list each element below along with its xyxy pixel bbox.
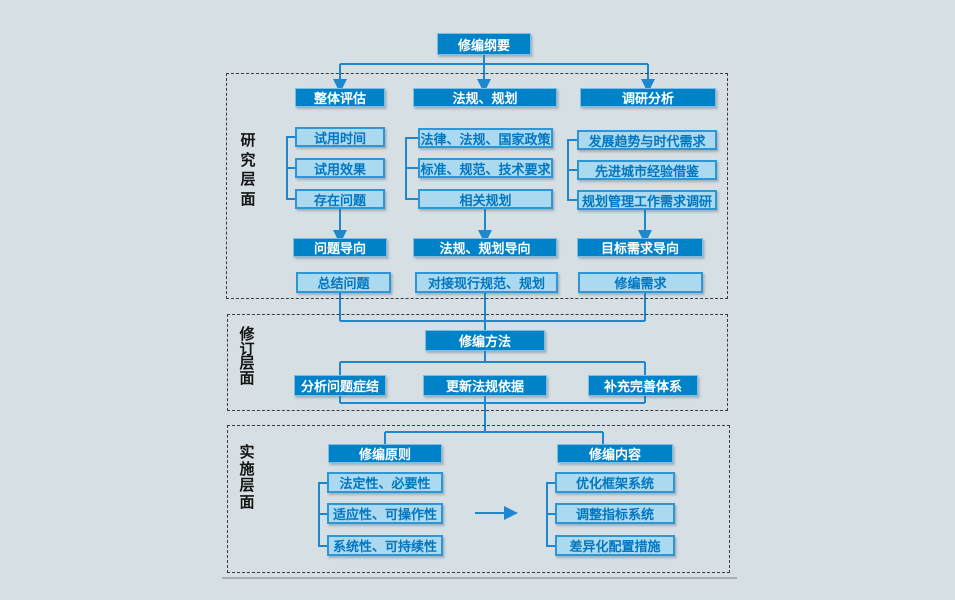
research-section-frame — [226, 73, 728, 299]
revision-section-frame — [227, 314, 728, 411]
principle-legality-necessity: 法定性、必要性 — [327, 472, 443, 493]
revision-item-improve-system: 补充完善体系 — [588, 375, 698, 396]
header-laws-plans: 法规、规划 — [413, 88, 557, 107]
content-adjust-indicators: 调整指标系统 — [555, 503, 675, 524]
item-development-trends: 发展趋势与时代需求 — [577, 130, 717, 150]
content-differentiated-measures: 差异化配置措施 — [555, 535, 675, 556]
revision-item-update-legal-basis: 更新法规依据 — [423, 375, 547, 396]
contents-header: 修编内容 — [557, 444, 673, 463]
title-box: 修编纲要 — [437, 33, 531, 55]
orientation-target-needs: 目标需求导向 — [577, 238, 703, 257]
item-trial-effect: 试用效果 — [295, 158, 385, 178]
section-label-research: 研究层面 — [240, 132, 256, 208]
principles-header: 修编原则 — [328, 444, 442, 463]
item-management-needs: 规划管理工作需求调研 — [577, 190, 717, 210]
item-related-plans: 相关规划 — [418, 189, 553, 209]
orientation-problem: 问题导向 — [293, 238, 387, 257]
principle-adaptability-operability: 适应性、可操作性 — [327, 503, 443, 524]
item-city-experience: 先进城市经验借鉴 — [577, 160, 717, 180]
item-standards-requirements: 标准、规范、技术要求 — [418, 158, 553, 178]
principle-systematic-sustainable: 系统性、可持续性 — [327, 535, 443, 556]
revision-method-box: 修编方法 — [425, 330, 545, 351]
implementation-section-frame — [227, 425, 730, 573]
item-laws-policies: 法律、法规、国家政策 — [418, 128, 553, 148]
header-research-analysis: 调研分析 — [580, 88, 716, 107]
section-label-revision: 修订层面 — [239, 326, 255, 387]
section-label-implementation: 实施层面 — [239, 444, 255, 511]
item-existing-problems: 存在问题 — [295, 189, 385, 209]
item-trial-time: 试用时间 — [295, 127, 385, 147]
content-optimize-framework: 优化框架系统 — [555, 472, 675, 493]
summary-problems: 总结问题 — [296, 272, 391, 293]
summary-revision-needs: 修编需求 — [578, 272, 703, 293]
revision-item-analyze-problems: 分析问题症结 — [294, 375, 386, 396]
slide-divider-line — [222, 577, 737, 579]
header-overall-evaluation: 整体评估 — [295, 88, 385, 107]
summary-align-standards: 对接现行规范、规划 — [415, 272, 558, 293]
orientation-laws-plans: 法规、规划导向 — [413, 238, 557, 257]
